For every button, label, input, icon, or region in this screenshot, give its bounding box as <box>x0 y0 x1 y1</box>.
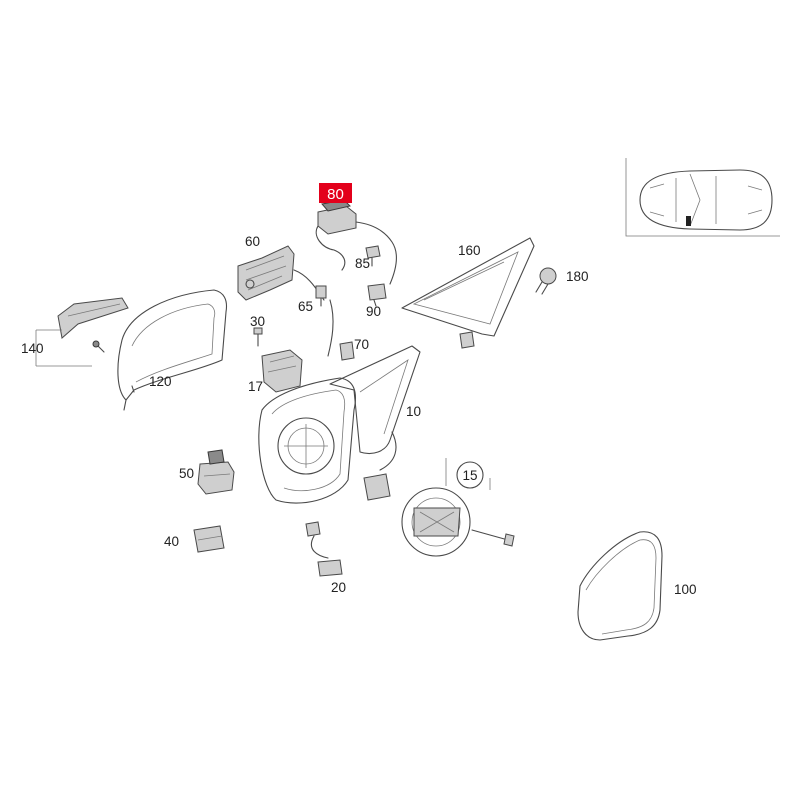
part-10-mirror-frame[interactable] <box>258 345 421 504</box>
part-20-cable[interactable] <box>305 521 343 577</box>
part-160-triangle-cover[interactable] <box>401 237 535 349</box>
part-120-housing-cover[interactable] <box>117 289 228 411</box>
callout-30[interactable]: 30 <box>250 314 265 329</box>
part-70-connector[interactable] <box>327 299 355 361</box>
part-50-light-module[interactable] <box>197 449 235 495</box>
callout-17[interactable]: 17 <box>248 379 263 394</box>
callout-120[interactable]: 120 <box>149 374 172 389</box>
part-65-screw[interactable] <box>315 285 327 307</box>
part-90-connector[interactable] <box>367 283 387 307</box>
callout-20[interactable]: 20 <box>331 580 346 595</box>
callout-80-badge <box>319 183 352 203</box>
callout-50[interactable]: 50 <box>179 466 194 481</box>
part-85-clip[interactable] <box>365 245 381 267</box>
callout-85[interactable]: 85 <box>355 256 370 271</box>
callout-40[interactable]: 40 <box>164 534 179 549</box>
part-180-screw[interactable] <box>535 267 557 295</box>
part-60-bracket[interactable] <box>237 245 325 301</box>
callout-60[interactable]: 60 <box>245 234 260 249</box>
part-40-connector[interactable] <box>193 525 225 553</box>
callout-80: 80 <box>327 186 344 203</box>
part-80-control-unit[interactable] <box>315 199 398 285</box>
callout-80-highlight[interactable]: 80 <box>319 183 352 203</box>
callout-160[interactable]: 160 <box>458 243 481 258</box>
part-140-indicator-lamp[interactable] <box>35 297 129 367</box>
part-17-motor[interactable] <box>261 349 303 393</box>
callout-100[interactable]: 100 <box>674 582 697 597</box>
callout-15: 15 <box>462 468 477 483</box>
part-100-mirror-glass[interactable] <box>577 531 663 641</box>
car-top-view-icon <box>639 169 773 231</box>
callout-70[interactable]: 70 <box>354 337 369 352</box>
callout-140[interactable]: 140 <box>21 341 44 356</box>
car-top-view-inset <box>625 158 780 237</box>
callout-90[interactable]: 90 <box>366 304 381 319</box>
callout-15-circle <box>456 461 484 489</box>
part-30-screw[interactable] <box>253 327 263 347</box>
callout-labels: 80 60 85 160 180 90 65 30 70 140 120 17 … <box>21 183 697 597</box>
callout-15-group[interactable]: 15 <box>456 461 484 489</box>
callout-180[interactable]: 180 <box>566 269 589 284</box>
callout-10[interactable]: 10 <box>406 404 421 419</box>
callout-65[interactable]: 65 <box>298 299 313 314</box>
part-15-adjuster[interactable] <box>401 458 515 557</box>
